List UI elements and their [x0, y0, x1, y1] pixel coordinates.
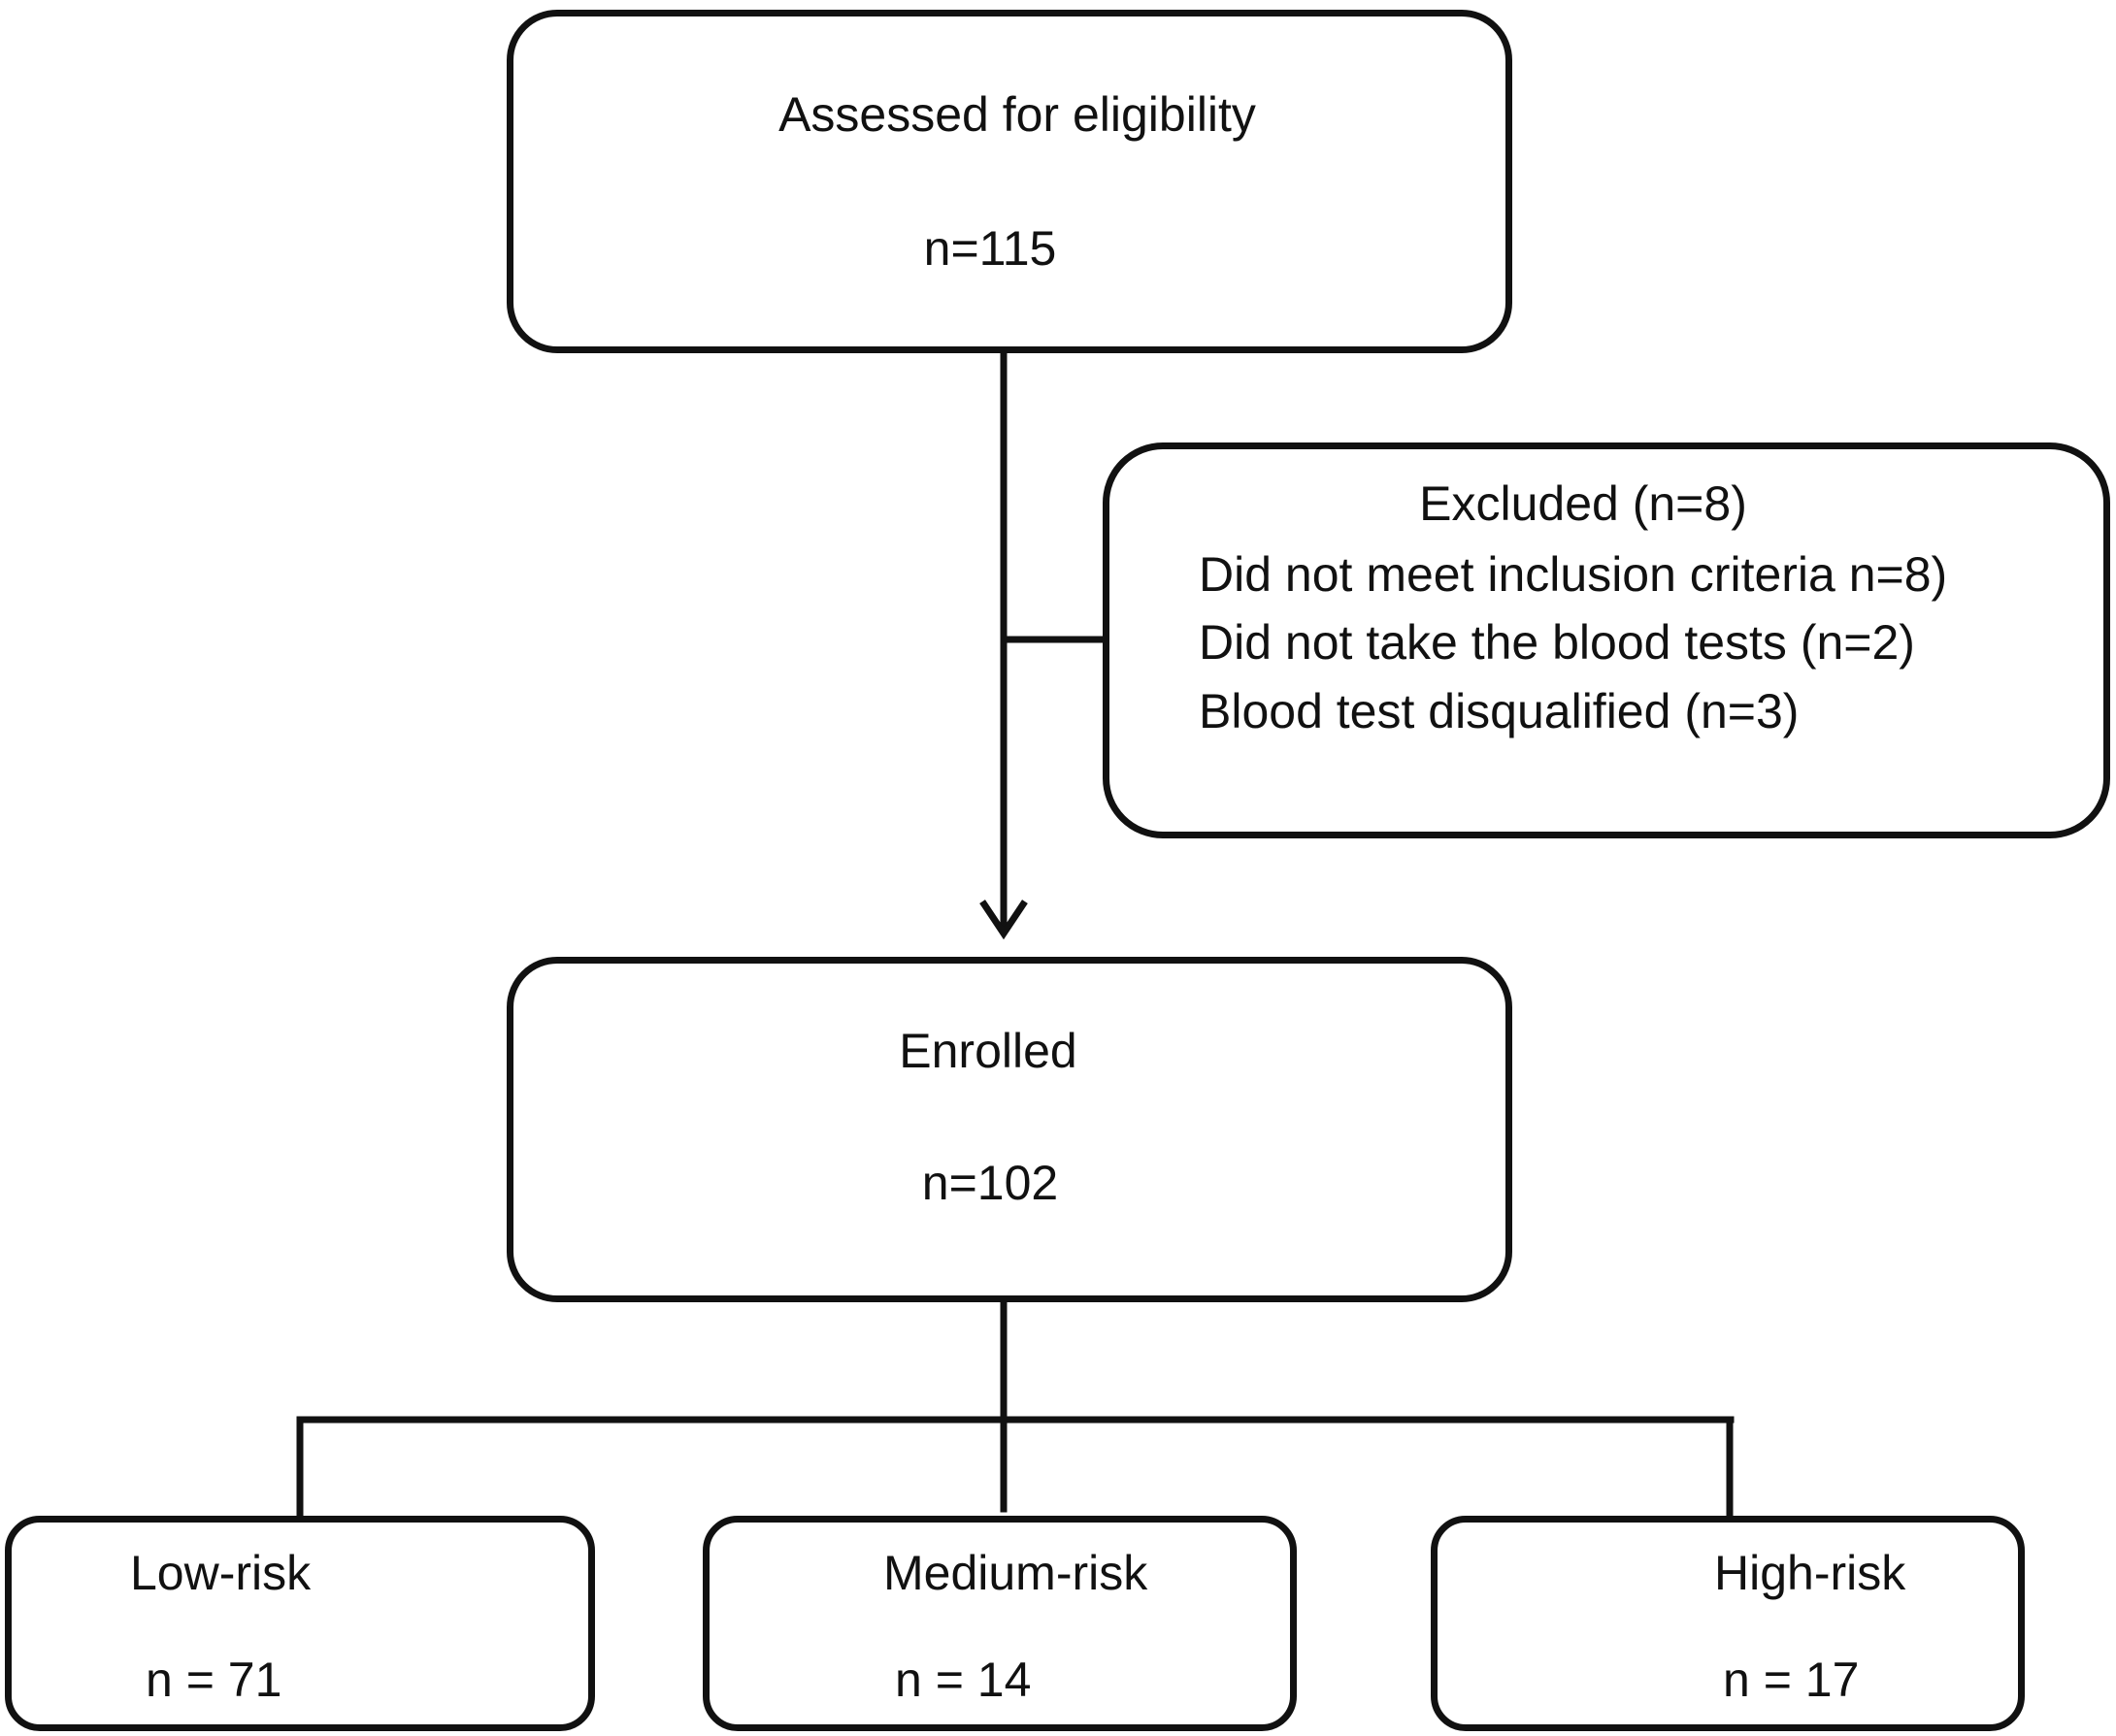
assessed-count: n=115	[923, 221, 1057, 276]
enrolled-label: Enrolled	[899, 1024, 1077, 1078]
high-risk-box	[1431, 1516, 2025, 1731]
high-risk-count: n = 17	[1723, 1653, 1860, 1707]
low-risk-label: Low-risk	[130, 1546, 312, 1600]
excluded-reason: Did not take the blood tests (n=2)	[1199, 615, 1915, 670]
medium-risk-label: Medium-risk	[883, 1546, 1148, 1600]
low-risk-count: n = 71	[146, 1653, 282, 1707]
excluded-reason: Blood test disqualified (n=3)	[1199, 684, 1800, 738]
low-risk-box	[5, 1516, 595, 1731]
medium-risk-box	[703, 1516, 1297, 1731]
assessed-box	[507, 10, 1512, 353]
assessed-label: Assessed for eligibility	[778, 87, 1256, 142]
excluded-reason: Did not meet inclusion criteria n=8)	[1199, 547, 1948, 602]
enrolled-count: n=102	[921, 1156, 1059, 1210]
enrolled-box	[507, 957, 1512, 1302]
excluded-box	[1103, 442, 2110, 838]
medium-risk-count: n = 14	[895, 1653, 1032, 1707]
arrow-head-icon	[979, 900, 1028, 940]
excluded-title: Excluded (n=8)	[1419, 476, 1747, 531]
high-risk-label: High-risk	[1714, 1546, 1906, 1600]
